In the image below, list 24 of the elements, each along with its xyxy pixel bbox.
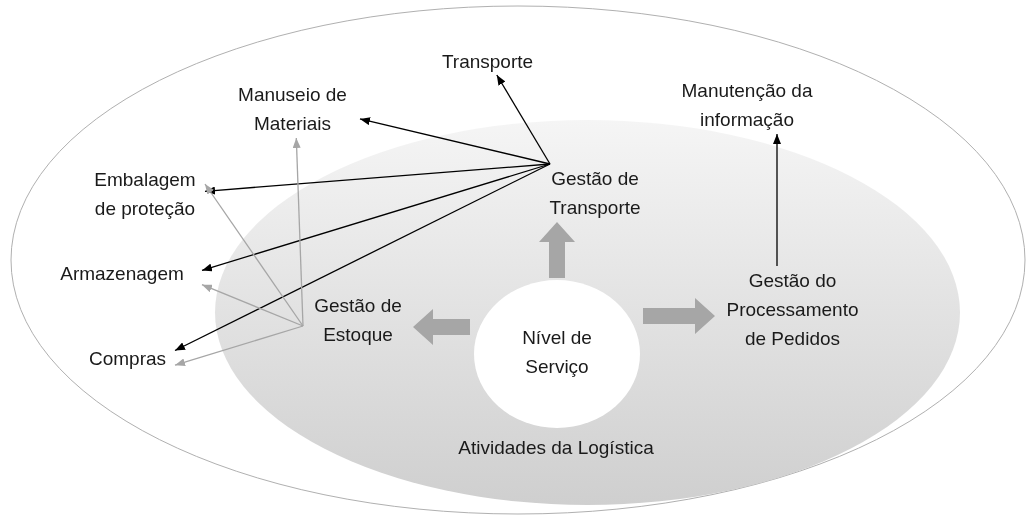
node-label: Compras (80, 344, 175, 372)
node-label: Transporte (440, 47, 535, 75)
arrow (292, 137, 304, 327)
arrow (201, 284, 304, 327)
arrow (773, 133, 781, 267)
arrow (496, 74, 551, 165)
node-label: Embalagem de proteção (85, 165, 205, 223)
circle-label: Nível de Serviço (521, 326, 593, 379)
block-arrow (413, 309, 470, 345)
arrow (201, 163, 551, 272)
arrow (204, 163, 551, 195)
block-arrow (539, 222, 575, 278)
block-arrow (643, 298, 715, 334)
arrow (359, 117, 551, 165)
node-label: Gestão de Transporte (537, 164, 653, 222)
arrow (204, 183, 304, 327)
node-label: Gestão do Processamento de Pedidos (715, 266, 870, 353)
region-label: Atividades da Logística (457, 435, 655, 460)
node-label: Manuseio de Materiais (225, 80, 360, 138)
node-label: Gestão de Estoque (303, 291, 413, 349)
arrow (174, 325, 304, 367)
arrow (174, 163, 551, 352)
node-label: Manutenção da informação (672, 76, 822, 134)
node-label: Armazenagem (42, 258, 202, 288)
